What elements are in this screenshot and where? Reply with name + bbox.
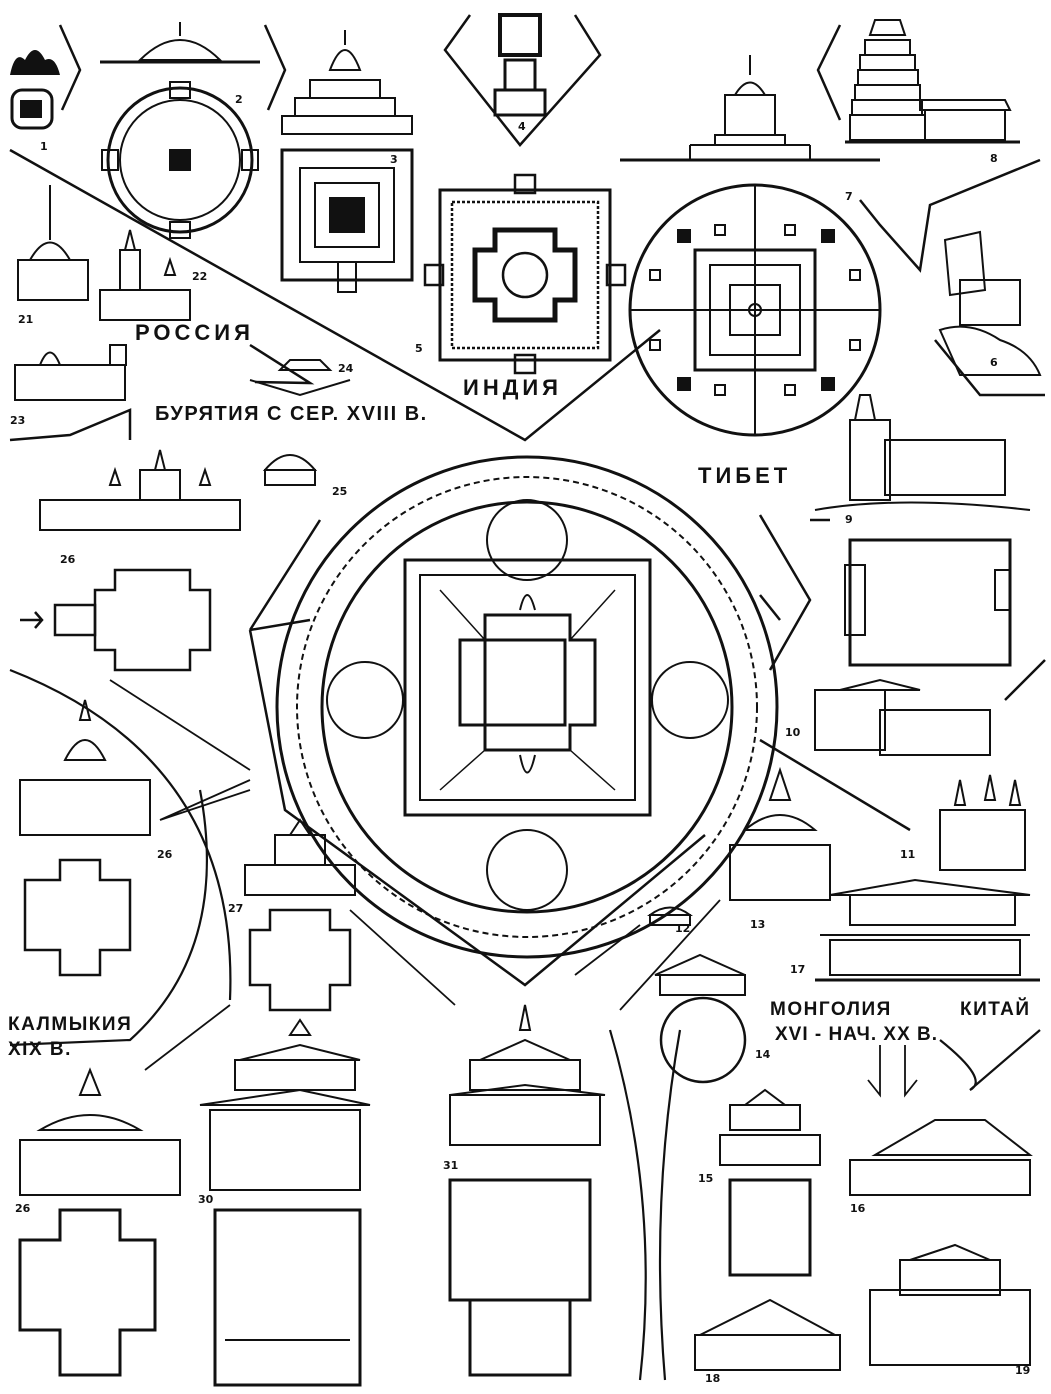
region-label-tibet: ТИБЕТ <box>698 463 791 488</box>
figure-number: 6 <box>990 356 998 369</box>
figure-number: 10 <box>785 726 801 739</box>
region-label-kalmykia: КАЛМЫКИЯ <box>8 1014 132 1035</box>
figure-3-terraced-stupa <box>280 30 414 293</box>
central-mandala <box>249 455 781 959</box>
figure-number: 13 <box>750 918 765 931</box>
region-label-china: КИТАЙ <box>960 998 1031 1020</box>
arrow-icon <box>20 611 44 629</box>
figure-28-plan <box>18 1208 157 1377</box>
figure-24-yurt <box>249 359 351 397</box>
figure-30-temple <box>199 1018 371 1191</box>
arrow-icon <box>349 909 456 1006</box>
figure-1 <box>10 50 60 130</box>
divider-lines <box>9 14 1046 987</box>
figure-12-yurt <box>646 906 694 926</box>
figure-28-temple <box>19 1067 181 1196</box>
figure-26-buryat-plan <box>20 568 212 672</box>
figure-31-temple <box>449 1004 606 1146</box>
figure-number: 7 <box>845 190 853 203</box>
figure-9-plan <box>844 538 1012 667</box>
region-label-kalmykia-century: XIX В. <box>8 1039 72 1060</box>
figure-number: 26 <box>157 848 173 861</box>
figure-number: 30 <box>198 1193 214 1206</box>
figure-7-tibet-plan <box>628 183 882 437</box>
figure-number: 1 <box>40 140 48 153</box>
figure-21-church <box>17 185 89 301</box>
arrow-icon <box>144 1004 231 1071</box>
region-label-mongolia-period: XVI - НАЧ. XX В. <box>775 1024 938 1045</box>
arrow-icon <box>574 924 641 976</box>
figure-22-church <box>99 229 191 321</box>
figure-number: 26 <box>60 553 76 566</box>
figure-6-fortress <box>938 230 1042 376</box>
figure-18-hall <box>694 1298 841 1371</box>
figure-11-stupa-temple <box>939 774 1026 871</box>
figure-7-elevation <box>620 55 880 162</box>
figure-number: 5 <box>415 342 423 355</box>
arrow-icon <box>904 1045 918 1098</box>
figure-15-plan <box>728 1178 812 1277</box>
figure-number: 12 <box>675 922 690 935</box>
figure-14-yurt-plan <box>659 996 747 1084</box>
figure-2-stupa <box>100 22 260 239</box>
region-label-buryatia: БУРЯТИЯ С СЕР. XVIII В. <box>155 403 428 425</box>
figure-17-chinese-temple <box>815 878 1040 982</box>
region-curves <box>9 668 1041 1381</box>
figure-number: 19 <box>1015 1364 1030 1377</box>
figure-number: 24 <box>338 362 354 375</box>
figure-30-plan <box>213 1208 362 1387</box>
figure-number: 16 <box>850 1202 866 1215</box>
figure-number: 21 <box>18 313 33 326</box>
figure-8-tower-temple <box>845 19 1020 144</box>
figure-9-fortress <box>814 394 1031 511</box>
figure-number: 8 <box>990 152 998 165</box>
figure-23-church <box>14 344 127 401</box>
figure-26-kalmyk-temple <box>19 699 151 836</box>
region-label-india: ИНДИЯ <box>463 375 562 400</box>
figure-14-yurt-elevation <box>654 953 746 996</box>
arrow-icon <box>867 1045 881 1098</box>
figure-4-plan <box>493 13 547 117</box>
figure-number: 22 <box>192 270 207 283</box>
figure-15-temple <box>719 1088 821 1166</box>
figure-number: 2 <box>235 93 243 106</box>
region-label-mongolia: МОНГОЛИЯ <box>770 999 892 1020</box>
figure-number: 9 <box>845 513 853 526</box>
migration-arrows <box>109 679 918 1098</box>
figure-number: 17 <box>790 963 805 976</box>
figure-16-chinese-hall <box>849 1119 1033 1196</box>
figure-number: 27 <box>228 902 243 915</box>
figure-number: 3 <box>390 153 398 166</box>
figure-number: 31 <box>443 1159 458 1172</box>
figure-number: 18 <box>705 1372 720 1385</box>
figure-numbers: 1 2 3 4 5 6 7 8 9 10 11 12 13 14 15 16 1… <box>10 93 1030 1385</box>
figure-number: 15 <box>698 1172 713 1185</box>
figure-27-plan <box>248 908 352 1012</box>
figure-number: 4 <box>518 120 526 133</box>
arrow-icon <box>619 899 721 1011</box>
figure-number: 14 <box>755 1048 771 1061</box>
figure-26-kalmyk-plan <box>23 858 132 977</box>
figure-number: 23 <box>10 414 25 427</box>
figure-26-buryat-temple <box>39 449 241 531</box>
region-label-russia: РОССИЯ <box>135 320 254 345</box>
figure-number: 26 <box>15 1202 31 1215</box>
figure-5-india-plan <box>423 173 627 375</box>
arrow-icon <box>159 779 251 821</box>
figure-13-temple <box>729 766 831 901</box>
arrow-icon <box>109 679 251 771</box>
figure-19-temple <box>869 1243 1031 1366</box>
figure-number: 25 <box>332 485 347 498</box>
figure-25-yurt <box>262 454 318 486</box>
figure-number: 11 <box>900 848 915 861</box>
figure-31-plan <box>448 1178 592 1377</box>
figure-27-temple <box>244 818 356 896</box>
figure-10-monastery <box>814 678 991 756</box>
